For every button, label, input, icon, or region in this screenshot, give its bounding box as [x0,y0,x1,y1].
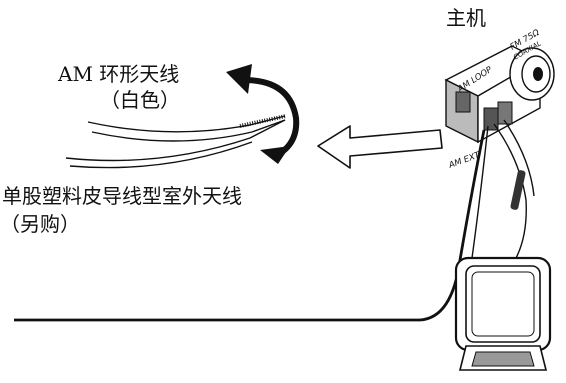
outdoor-antenna-purchase-note: （另购） [0,212,80,236]
insert-arrow [317,125,443,169]
outdoor-lead-to-terminal [14,129,486,322]
main-unit-label: 主机 [446,6,486,30]
loop-lead-wires [471,119,535,261]
wire-coil-tip [239,114,287,128]
outdoor-antenna-wire [65,119,286,169]
outdoor-antenna-label: 单股塑料皮导线型室外天线 [2,184,242,208]
wire-twist-tie [510,170,526,210]
am-loop-antenna [454,256,552,371]
am-loop-wire [87,115,286,142]
am-loop-antenna-color-label: （白色） [100,88,180,112]
am-loop-antenna-label: AM 环形天线 [58,62,180,86]
terminal-block: AM LOOP FM 75Ω COAXIAL AM EXT [444,28,555,171]
twist-arrow [226,64,300,164]
fm-coaxial-socket [509,47,555,101]
